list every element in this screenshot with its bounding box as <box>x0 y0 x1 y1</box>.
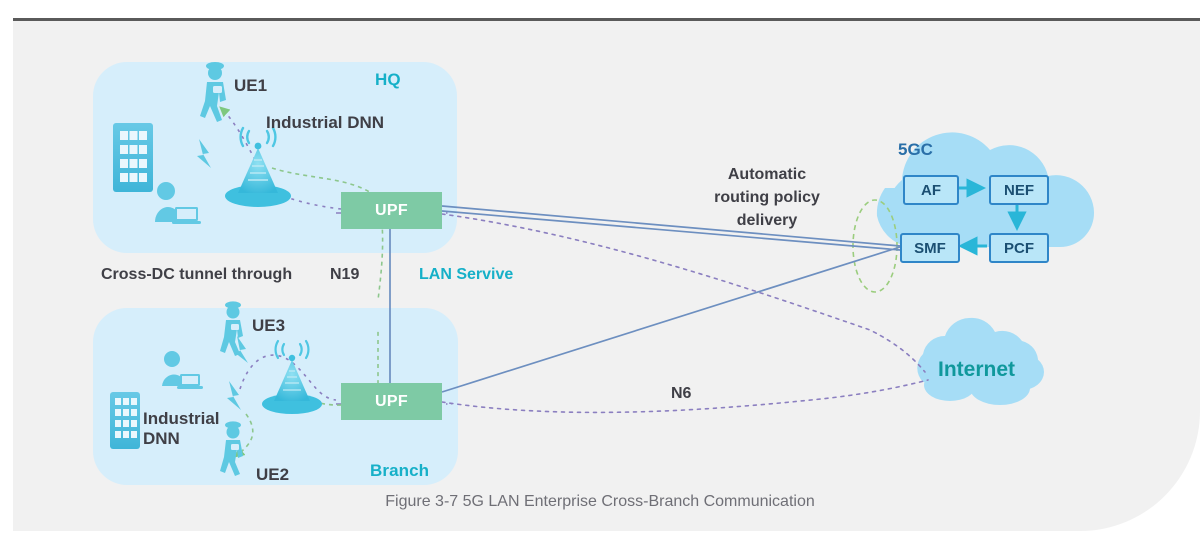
figure-caption: Figure 3-7 5G LAN Enterprise Cross-Branc… <box>385 493 815 510</box>
core-network-label: 5GC <box>898 140 933 159</box>
network-function-pcf[interactable]: PCF <box>989 233 1049 263</box>
ue2-label: UE2 <box>256 465 290 484</box>
building-icon-branch <box>110 392 140 449</box>
top-rule <box>13 18 1200 21</box>
industrial-dnn-label-hq: Industrial DNN <box>266 113 385 132</box>
ue1-person-icon <box>200 62 226 122</box>
worker-laptop-icon-branch <box>162 351 203 389</box>
ue3-person-icon <box>220 301 243 356</box>
zone-label-hq: HQ <box>375 70 401 89</box>
ue1-label: UE1 <box>234 76 268 95</box>
network-function-nef[interactable]: NEF <box>989 175 1049 205</box>
antenna-tower-hq <box>225 126 291 207</box>
zone-label-branch: Branch <box>370 461 430 480</box>
network-function-smf[interactable]: SMF <box>900 233 960 263</box>
upf-smf-links <box>441 205 901 393</box>
upf-dashdot-stubs <box>336 212 452 405</box>
automatic-routing-policy-label: Automatic routing policy delivery <box>714 166 820 229</box>
industrial-dnn-label-branch: Industrial DNN <box>143 409 220 448</box>
n19-label: N19 <box>330 266 360 283</box>
antenna-tower-branch <box>262 339 322 414</box>
core-flow-arrows <box>957 178 1027 256</box>
ue2-person-icon <box>220 421 243 476</box>
lan-service-label: LAN Servive <box>419 266 514 283</box>
lightning-icon-branch-lower <box>227 381 241 410</box>
cloud-internet <box>917 317 1044 405</box>
worker-laptop-icon-hq <box>155 182 201 224</box>
n6-label: N6 <box>671 385 692 402</box>
building-icon-hq <box>113 123 153 192</box>
lightning-icon-hq <box>197 139 211 168</box>
n6-paths <box>441 213 929 414</box>
network-function-af[interactable]: AF <box>903 175 959 205</box>
lightning-icon-branch-upper <box>234 336 248 363</box>
cross-dc-tunnel-label: Cross-DC tunnel through <box>101 266 293 283</box>
internet-cloud-label: Internet <box>938 358 1016 381</box>
upf-node-branch[interactable]: UPF <box>341 383 442 420</box>
ue3-label: UE3 <box>252 316 286 335</box>
upf-node-hq[interactable]: UPF <box>341 192 442 229</box>
